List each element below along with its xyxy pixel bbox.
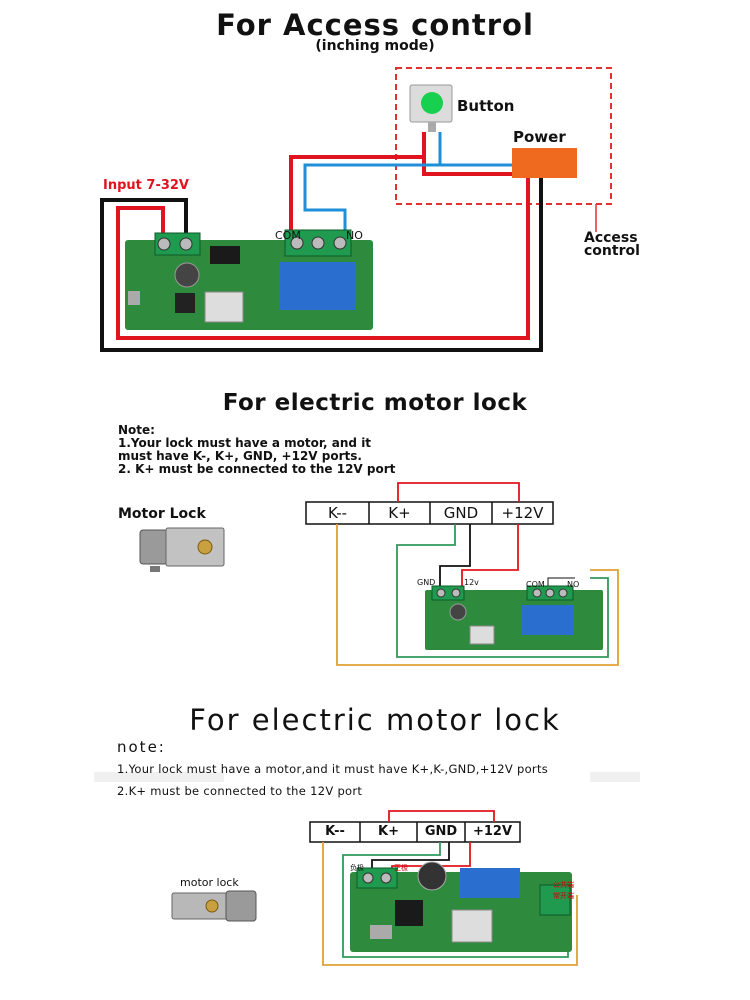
port-12v-2: +12V <box>472 824 513 839</box>
input-voltage-label: Input 7-32V <box>103 178 189 193</box>
negative-label: 负极 <box>350 864 364 872</box>
relay-component-3 <box>460 868 520 898</box>
motor-lock-label-1: Motor Lock <box>118 506 206 522</box>
section1-subtitle: (inching mode) <box>315 38 435 54</box>
relay-component-2 <box>522 605 574 635</box>
port-k-minus-1: K-- <box>327 504 348 522</box>
access-label-line2: control <box>584 243 640 259</box>
motor-lock-body-2 <box>225 890 257 922</box>
chip <box>210 246 240 264</box>
common-terminal-label: 公共端 <box>553 881 574 889</box>
section2-title: For electric motor lock <box>222 390 528 416</box>
com-label: COM <box>275 229 301 242</box>
lock-cylinder-icon-2 <box>205 899 219 913</box>
capacitor <box>174 262 200 288</box>
lock-terminal-strip-2 <box>309 821 521 843</box>
orange-k-minus-wire <box>336 524 619 666</box>
note3-head: note: <box>117 738 166 756</box>
access-control-dashed-box <box>395 67 612 205</box>
section2-note: Note: 1.Your lock must have a motor, and… <box>118 424 395 476</box>
red-power-wire <box>422 157 512 176</box>
access-control-label: Access control <box>584 230 640 259</box>
wifi-module <box>204 291 244 323</box>
push-button-icon <box>421 92 443 114</box>
section3-note: note: 1.Your lock must have a motor,and … <box>117 736 548 802</box>
port-k-minus-2: K-- <box>325 824 345 839</box>
section3-title: For electric motor lock <box>189 703 561 737</box>
motor-lock-case-2 <box>171 892 229 920</box>
button-stem <box>428 122 436 132</box>
green-gnd-wire <box>396 524 609 658</box>
capacitor-3 <box>417 861 447 891</box>
motor-lock-label-2: motor lock <box>180 876 239 889</box>
note2-line3: 2. K+ must be connected to the 12V port <box>118 462 396 476</box>
power-label: Power <box>513 128 566 146</box>
port-12v-1: +12V <box>501 504 544 522</box>
power-supply-block <box>512 148 577 178</box>
access-label-line1: Access <box>584 230 638 246</box>
motor-lock-body-1 <box>139 529 169 565</box>
com-small-label: COM <box>526 580 545 589</box>
normally-open-label: 常开端 <box>553 892 574 900</box>
note2-head: Note: <box>118 423 155 437</box>
button-label: Button <box>457 97 515 115</box>
black-input-wire <box>100 178 543 352</box>
black-gnd-wire <box>439 524 471 590</box>
pcb-button <box>175 293 195 313</box>
motor-lock-case-1 <box>165 527 225 567</box>
section1-title: For Access control <box>216 8 534 42</box>
orange-k-minus-wire-2 <box>322 842 578 966</box>
relay-component <box>280 262 355 310</box>
red-com-wire <box>289 132 426 235</box>
v12-small-label: 12v <box>464 578 479 587</box>
port-gnd-1: GND <box>443 504 479 522</box>
k-plus-to-12v-wire <box>397 482 520 502</box>
gnd-small-label: GND <box>417 578 436 587</box>
no-small-label: NO <box>567 580 580 589</box>
usb-port <box>128 291 140 305</box>
port-gnd-2: GND <box>424 824 458 839</box>
no-label: NO <box>346 229 363 242</box>
note3-line2: 2.K+ must be connected to the 12V port <box>117 784 363 798</box>
lock-cylinder-icon <box>197 539 213 555</box>
blue-no-wire <box>303 132 442 235</box>
note2-line1: 1.Your lock must have a motor, and it <box>118 436 372 450</box>
note2-line2: must have K-, K+, GND, +12V ports. <box>118 449 362 463</box>
red-input-wire <box>116 178 530 340</box>
positive-label: 正极 <box>394 864 408 872</box>
red-12v-wire <box>461 524 519 590</box>
port-k-plus-2: K+ <box>378 824 399 839</box>
note3-line1: 1.Your lock must have a motor,and it mus… <box>117 762 549 776</box>
port-k-plus-1: K+ <box>388 504 411 522</box>
